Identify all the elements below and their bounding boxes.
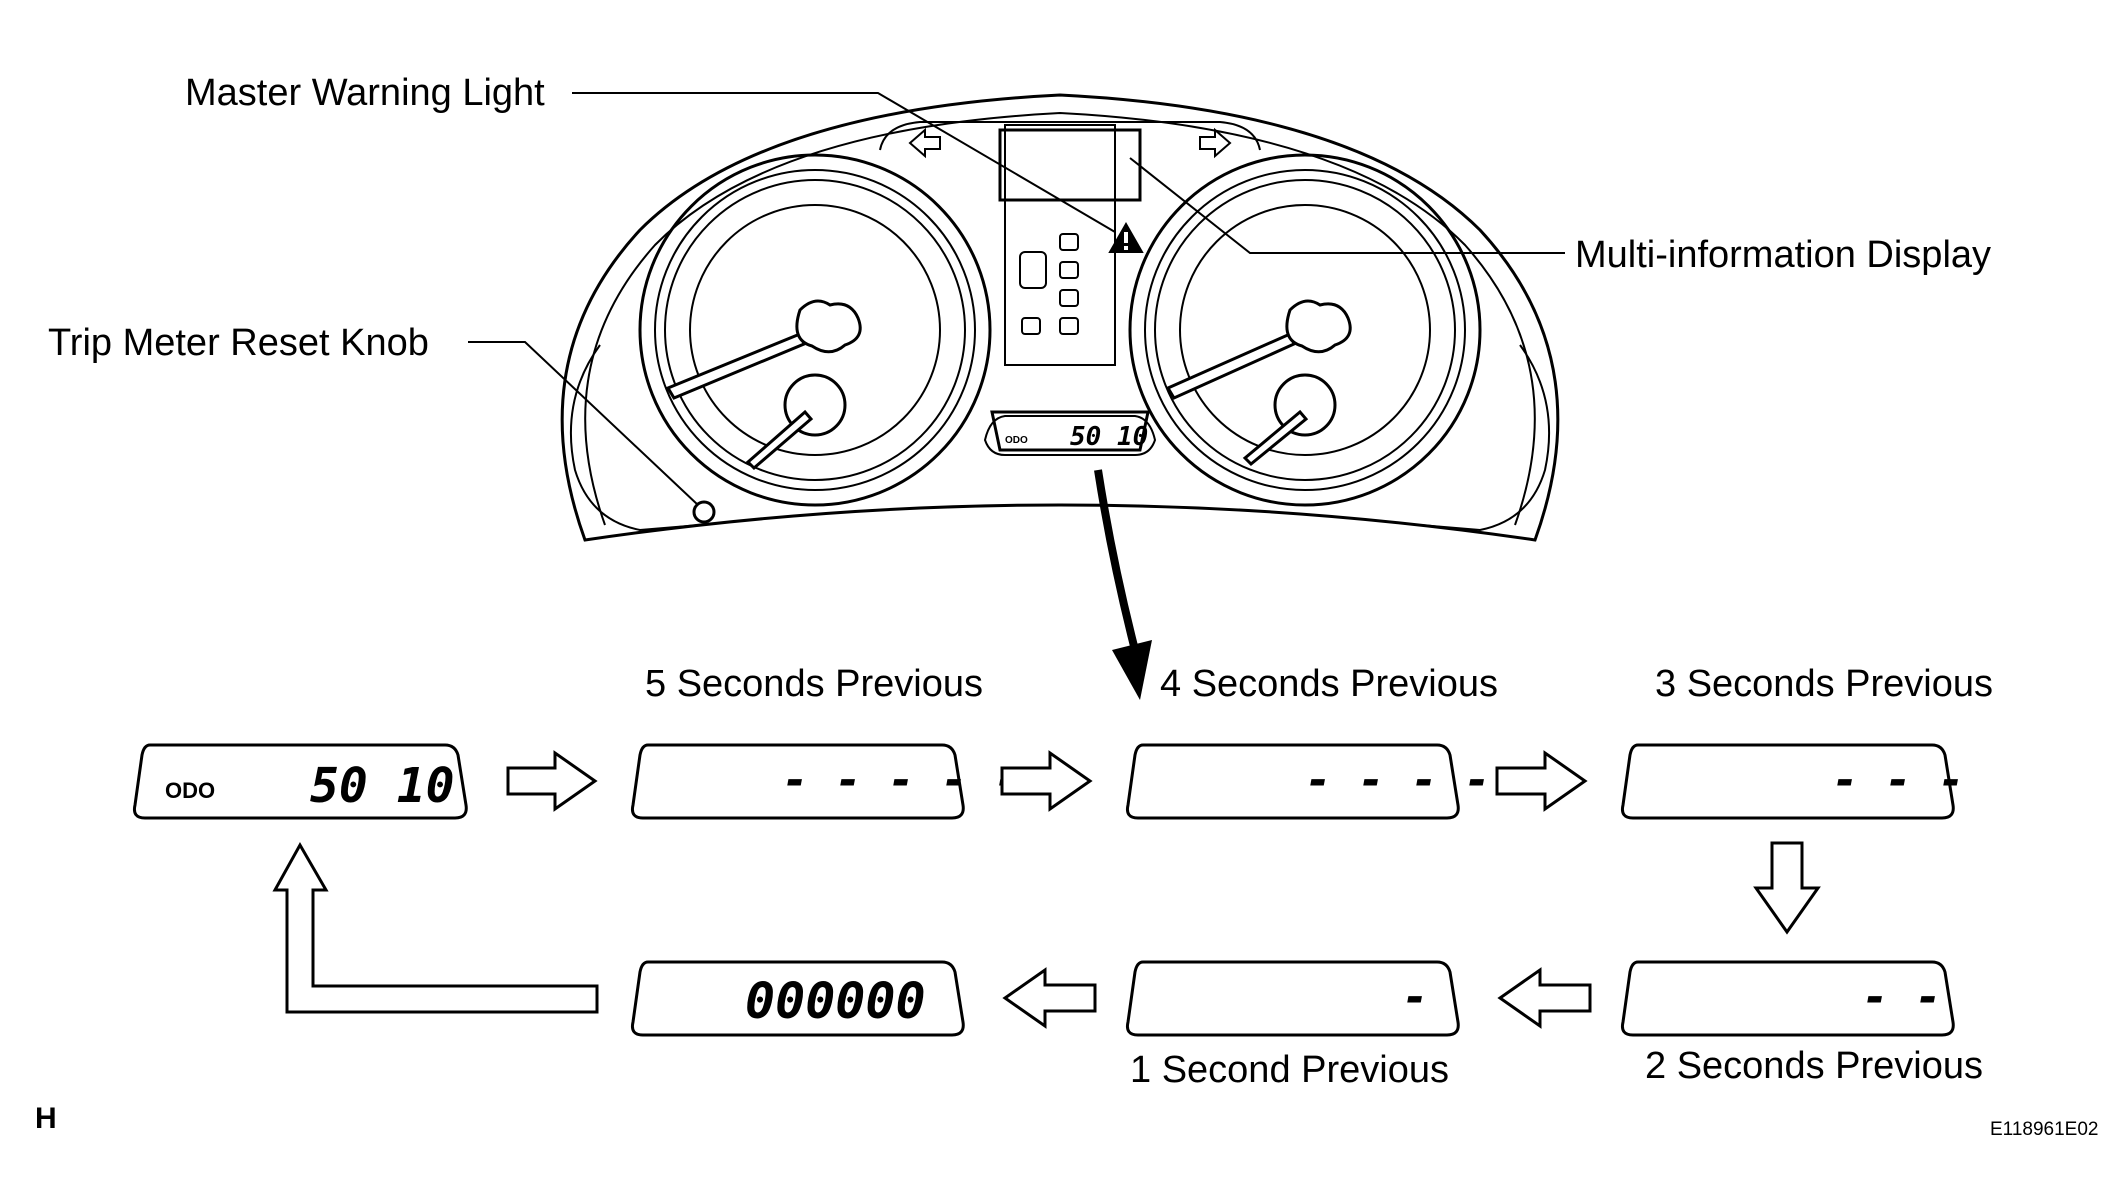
display-4s-value: - - - - — [1305, 755, 1490, 806]
display-5s: - - - - - — [631, 743, 1020, 820]
display-5s-value: - - - - - — [782, 755, 1020, 806]
indicator-lamps — [1019, 233, 1079, 335]
right-wing — [1419, 344, 1551, 532]
trip-meter-reset-knob-label: Trip Meter Reset Knob — [48, 322, 429, 364]
step-label-5s: 5 Seconds Previous — [645, 663, 983, 705]
step-label-3s: 3 Seconds Previous — [1655, 663, 1993, 705]
display-1s: - — [1126, 960, 1460, 1037]
trip-meter-reset-knob-leader — [468, 341, 699, 506]
start-odo-label: ODO — [165, 778, 215, 803]
cluster-odo-label: ODO — [1005, 435, 1028, 446]
arrow-right-2 — [1000, 750, 1093, 812]
footer-letter: H — [35, 1102, 57, 1135]
arrow-right-1 — [506, 750, 598, 812]
arrow-left-1 — [1497, 967, 1592, 1029]
master-warning-light-leader — [572, 92, 1116, 233]
display-3s: - - - — [1621, 743, 1964, 820]
figure-id: E118961E02 — [1990, 1119, 2098, 1140]
left-gauge — [638, 153, 992, 507]
reset-sequence: 5 Seconds Previous 4 Seconds Previous 3 … — [133, 663, 1993, 1091]
display-3s-value: - - - — [1832, 755, 1964, 806]
step-label-2s: 2 Seconds Previous — [1645, 1045, 1983, 1087]
arrow-left-2 — [1002, 967, 1097, 1029]
arrow-right-3 — [1495, 750, 1588, 812]
multi-information-display-label: Multi-information Display — [1575, 234, 1991, 276]
right-gauge — [1128, 153, 1482, 507]
right-turn-arrow-icon — [1199, 127, 1232, 159]
left-wing — [569, 344, 701, 532]
instrument-cluster: ODO 50 10 — [560, 93, 1560, 542]
cluster-housing — [560, 93, 1560, 542]
left-turn-arrow-icon — [908, 127, 941, 159]
display-4s: - - - - — [1126, 743, 1490, 820]
turn-signal-bar — [879, 121, 1261, 151]
display-2s: - - — [1621, 960, 1955, 1037]
display-reset: 000000 — [631, 960, 965, 1037]
return-arrow — [272, 841, 599, 1014]
start-odo-value: 50 10 — [310, 758, 455, 814]
zoom-pointer-arrow — [1094, 469, 1152, 700]
step-label-1s: 1 Second Previous — [1130, 1049, 1449, 1091]
display-2s-value: - - — [1862, 972, 1941, 1023]
display-1s-value: - — [1402, 972, 1429, 1023]
arrow-down — [1753, 841, 1821, 935]
display-reset-value: 000000 — [745, 972, 926, 1030]
display-start: ODO 50 10 — [133, 743, 468, 820]
multi-information-display-leader — [1129, 157, 1565, 254]
multi-information-display — [998, 128, 1142, 202]
trip-meter-reset-knob — [692, 500, 716, 524]
cluster-odometer: ODO 50 10 — [983, 410, 1157, 456]
callouts: Master Warning Light Multi-information D… — [48, 72, 1991, 506]
step-label-4s: 4 Seconds Previous — [1160, 663, 1498, 705]
cluster-odo-value: 50 10 — [1070, 422, 1148, 452]
master-warning-light-label: Master Warning Light — [185, 72, 545, 114]
